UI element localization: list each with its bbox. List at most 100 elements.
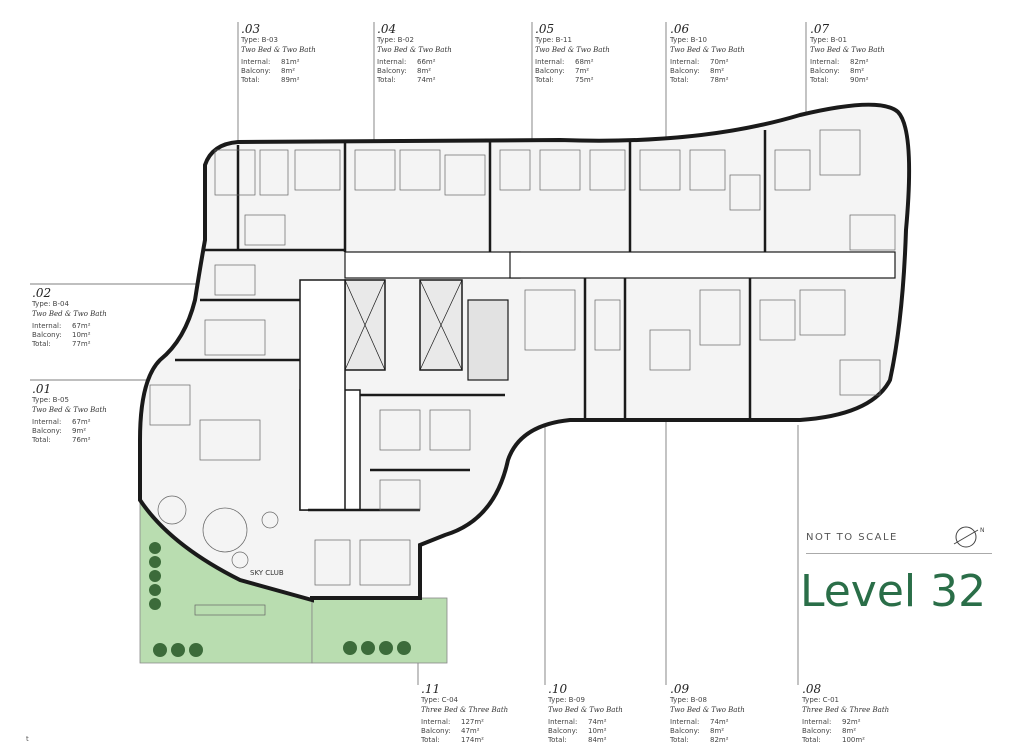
internal-label: Internal:	[241, 58, 271, 66]
total-label: Total:	[670, 736, 689, 744]
balcony-label: Balcony:	[241, 67, 271, 75]
unit-label-09: .09 Type: B-08 Two Bed & Two Bath Intern…	[670, 683, 800, 745]
unit-description: Two Bed & Two Bath	[535, 46, 610, 54]
unit-type: Type: C-01	[802, 696, 839, 704]
balcony-label: Balcony:	[802, 727, 832, 735]
unit-number: .01	[32, 382, 52, 396]
internal-label: Internal:	[535, 58, 565, 66]
divider	[806, 553, 992, 554]
balcony-area: 7m²	[575, 67, 590, 75]
unit-type: Type: B-04	[32, 300, 69, 308]
total-label: Total:	[32, 340, 51, 348]
unit-label-10: .10 Type: B-09 Two Bed & Two Bath Intern…	[548, 683, 678, 745]
unit-label-02: .02 Type: B-04 Two Bed & Two Bath Intern…	[32, 287, 162, 349]
footnote: t	[26, 735, 29, 743]
total-area: 90m²	[850, 76, 869, 84]
total-area: 100m²	[842, 736, 865, 744]
unit-label-04: .04 Type: B-02 Two Bed & Two Bath Intern…	[377, 23, 507, 85]
balcony-area: 8m²	[281, 67, 296, 75]
balcony-area: 10m²	[588, 727, 607, 735]
unit-type: Type: B-09	[548, 696, 585, 704]
internal-area: 67m²	[72, 322, 91, 330]
total-label: Total:	[241, 76, 260, 84]
balcony-label: Balcony:	[670, 67, 700, 75]
internal-area: 70m²	[710, 58, 729, 66]
unit-type: Type: B-05	[32, 396, 69, 404]
internal-area: 81m²	[281, 58, 300, 66]
balcony-area: 8m²	[710, 67, 725, 75]
unit-number: .04	[377, 22, 397, 36]
internal-area: 67m²	[72, 418, 91, 426]
balcony-label: Balcony:	[548, 727, 578, 735]
unit-type: Type: B-08	[670, 696, 707, 704]
unit-description: Two Bed & Two Bath	[670, 706, 745, 714]
balcony-label: Balcony:	[810, 67, 840, 75]
balcony-label: Balcony:	[32, 427, 62, 435]
internal-label: Internal:	[802, 718, 832, 726]
balcony-area: 8m²	[417, 67, 432, 75]
internal-label: Internal:	[32, 322, 62, 330]
unit-type: Type: C-04	[421, 696, 458, 704]
internal-label: Internal:	[377, 58, 407, 66]
unit-label-11: .11 Type: C-04 Three Bed & Three Bath In…	[421, 683, 551, 745]
unit-description: Two Bed & Two Bath	[810, 46, 885, 54]
total-area: 74m²	[417, 76, 436, 84]
total-label: Total:	[670, 76, 689, 84]
north-marker: N	[980, 527, 985, 534]
total-area: 76m²	[72, 436, 91, 444]
balcony-label: Balcony:	[421, 727, 451, 735]
unit-number: .08	[802, 682, 822, 696]
unit-number: .03	[241, 22, 261, 36]
internal-area: 127m²	[461, 718, 484, 726]
total-area: 89m²	[281, 76, 300, 84]
unit-description: Three Bed & Three Bath	[802, 706, 890, 714]
unit-number: .02	[32, 286, 52, 300]
unit-description: Two Bed & Two Bath	[548, 706, 623, 714]
internal-label: Internal:	[548, 718, 578, 726]
unit-number: .07	[810, 22, 830, 36]
balcony-area: 47m²	[461, 727, 480, 735]
internal-area: 74m²	[710, 718, 729, 726]
unit-type: Type: B-11	[535, 36, 572, 44]
unit-type: Type: B-01	[810, 36, 847, 44]
total-label: Total:	[810, 76, 829, 84]
unit-description: Three Bed & Three Bath	[421, 706, 509, 714]
unit-description: Two Bed & Two Bath	[241, 46, 316, 54]
unit-type: Type: B-02	[377, 36, 414, 44]
balcony-label: Balcony:	[32, 331, 62, 339]
total-area: 78m²	[710, 76, 729, 84]
north-arrow-icon: N	[953, 526, 985, 548]
total-label: Total:	[377, 76, 396, 84]
internal-label: Internal:	[421, 718, 451, 726]
total-label: Total:	[802, 736, 821, 744]
unit-label-03: .03 Type: B-03 Two Bed & Two Bath Intern…	[241, 23, 371, 85]
balcony-area: 8m²	[850, 67, 865, 75]
balcony-label: Balcony:	[377, 67, 407, 75]
unit-walls	[175, 130, 767, 512]
internal-label: Internal:	[670, 58, 700, 66]
internal-area: 92m²	[842, 718, 861, 726]
unit-description: Two Bed & Two Bath	[32, 406, 107, 414]
unit-label-05: .05 Type: B-11 Two Bed & Two Bath Intern…	[535, 23, 665, 85]
balcony-area: 9m²	[72, 427, 87, 435]
total-label: Total:	[32, 436, 51, 444]
total-area: 174m²	[461, 736, 484, 744]
unit-label-08: .08 Type: C-01 Three Bed & Three Bath In…	[802, 683, 932, 745]
unit-description: Two Bed & Two Bath	[670, 46, 745, 54]
balcony-area: 8m²	[710, 727, 725, 735]
leader-lines	[30, 22, 807, 685]
internal-area: 82m²	[850, 58, 869, 66]
balcony-label: Balcony:	[670, 727, 700, 735]
unit-label-01: .01 Type: B-05 Two Bed & Two Bath Intern…	[32, 383, 162, 445]
internal-area: 68m²	[575, 58, 594, 66]
room-details	[149, 129, 896, 616]
internal-label: Internal:	[32, 418, 62, 426]
sky-club-label: SKY CLUB	[250, 569, 284, 577]
unit-description: Two Bed & Two Bath	[377, 46, 452, 54]
building-outline	[138, 102, 912, 603]
total-label: Total:	[421, 736, 440, 744]
total-area: 84m²	[588, 736, 607, 744]
unit-number: .10	[548, 682, 568, 696]
unit-label-07: .07 Type: B-01 Two Bed & Two Bath Intern…	[810, 23, 940, 85]
